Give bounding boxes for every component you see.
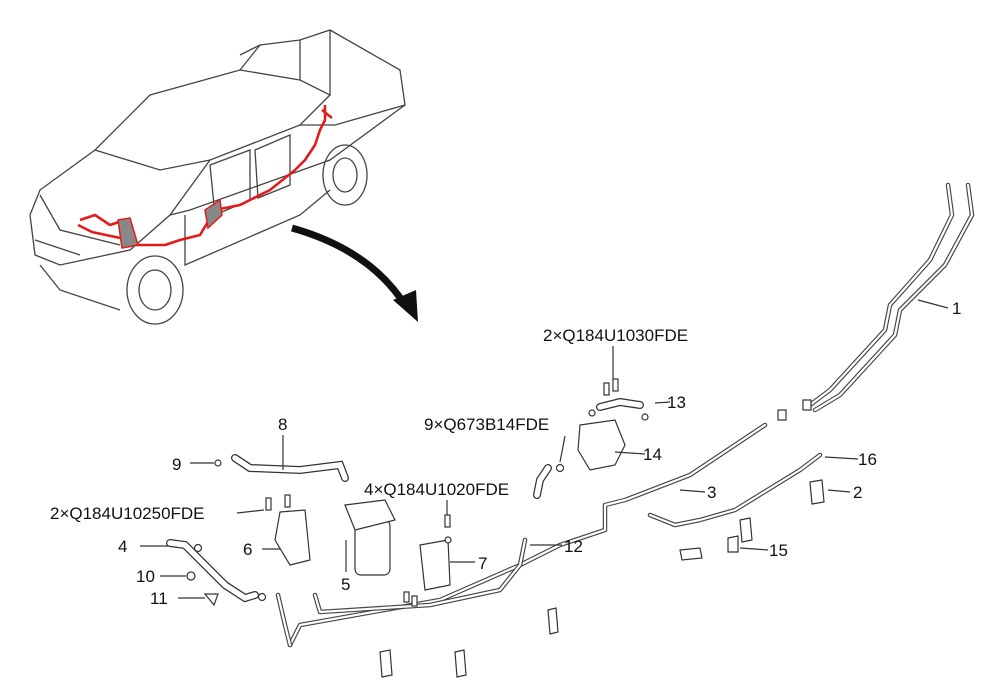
- callouts: 1 2 3 4 5 6 7 8 9 10 11 12 13 14 15 16: [118, 299, 961, 608]
- callout-8: 8: [278, 415, 287, 434]
- hoses: [166, 397, 644, 603]
- bracket-6: [274, 509, 311, 566]
- bracket-7: [419, 539, 451, 591]
- callout-9: 9: [172, 455, 181, 474]
- fastener-labels: 2×Q184U1030FDE 9×Q673B14FDE 4×Q184U1020F…: [50, 326, 688, 523]
- clip-2: [809, 479, 825, 505]
- callout-11: 11: [150, 589, 168, 608]
- callout-14: 14: [643, 445, 662, 464]
- fuel-lines: [275, 182, 975, 648]
- harness-route: [77, 105, 333, 247]
- fastener-label-14: 9×Q673B14FDE: [424, 415, 549, 434]
- callout-2: 2: [853, 483, 862, 502]
- callout-4: 4: [118, 537, 127, 556]
- leader-lines: [140, 299, 949, 599]
- fastener-label-13: 2×Q184U1030FDE: [543, 326, 688, 345]
- callout-15: 15: [769, 541, 788, 560]
- callout-16: 16: [858, 450, 877, 469]
- callout-10: 10: [136, 567, 155, 586]
- fastener-label-6: 2×Q184U10250FDE: [50, 504, 205, 523]
- fastener-label-5: 4×Q184U1020FDE: [364, 480, 509, 499]
- callout-5: 5: [341, 575, 350, 594]
- filter-14: [577, 419, 626, 471]
- callout-7: 7: [478, 554, 487, 573]
- callout-13: 13: [667, 393, 686, 412]
- callout-12: 12: [564, 537, 583, 556]
- pointer-arrow: [291, 224, 418, 322]
- callout-1: 1: [952, 299, 961, 318]
- callout-6: 6: [243, 540, 252, 559]
- components: [186, 378, 825, 678]
- callout-3: 3: [707, 483, 716, 502]
- truck-overview: [29, 29, 406, 325]
